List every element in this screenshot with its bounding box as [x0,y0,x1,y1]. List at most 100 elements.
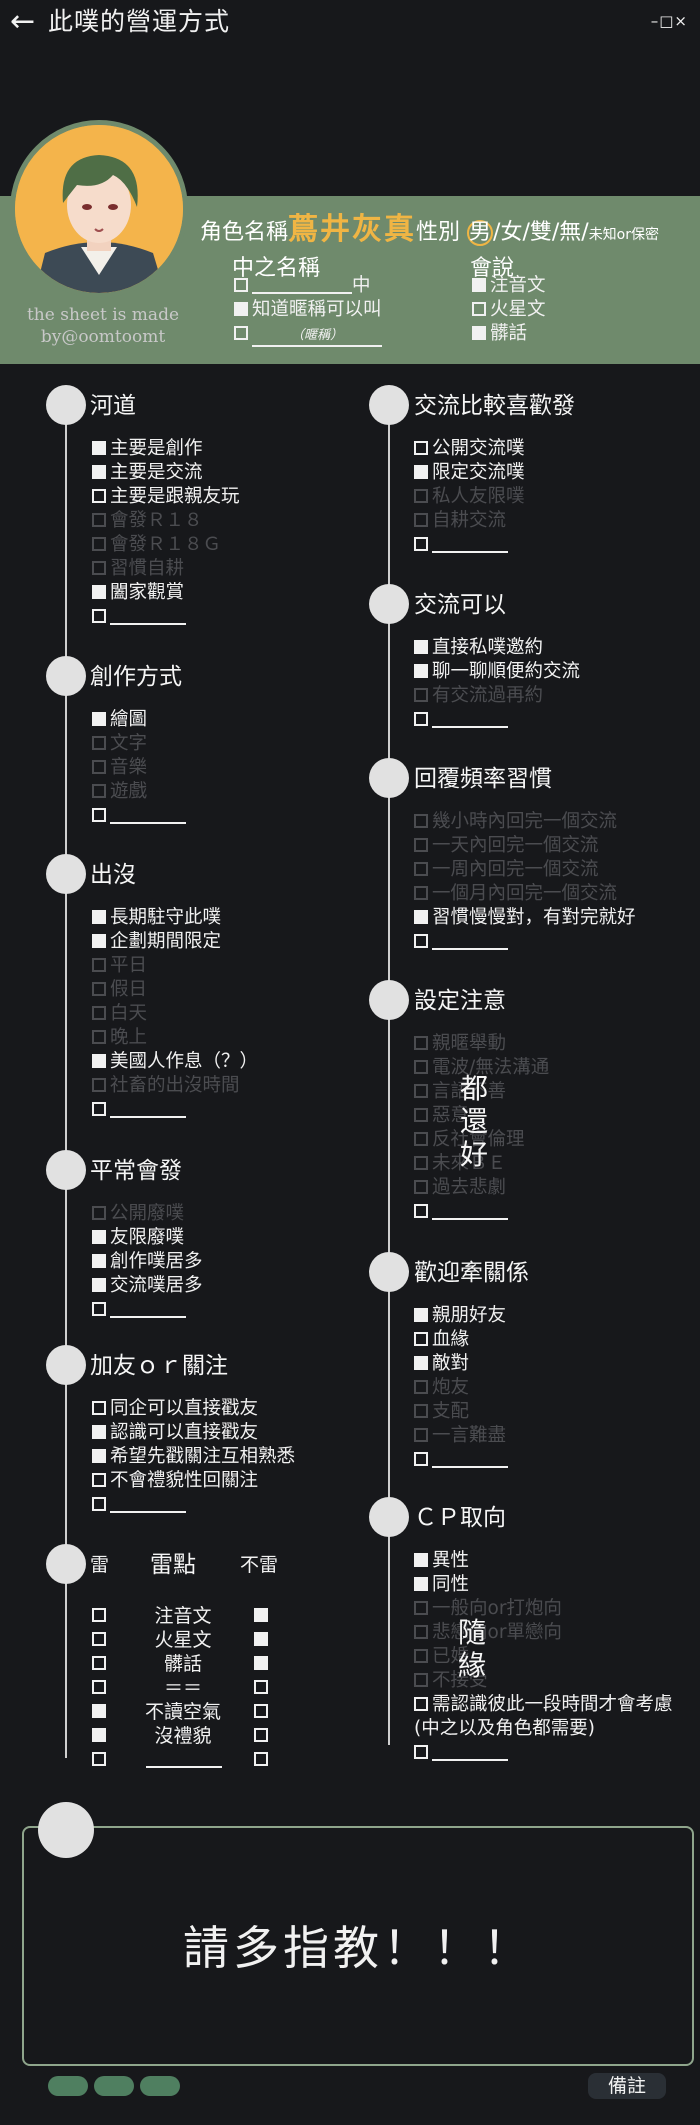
checkbox[interactable] [92,1302,106,1316]
checkbox[interactable] [92,1006,106,1020]
trigger-bulei-checkbox[interactable] [254,1608,268,1622]
footer-pill-1[interactable] [48,2076,88,2096]
checkbox[interactable] [92,1030,106,1044]
checkbox[interactable] [414,1156,428,1170]
checkbox[interactable] [414,1577,428,1591]
checkbox[interactable] [92,441,106,455]
checkbox[interactable] [414,640,428,654]
checkbox[interactable] [92,1054,106,1068]
checkbox[interactable] [92,808,106,822]
trigger-lei-checkbox[interactable] [92,1656,106,1670]
checkbox[interactable] [472,302,486,316]
checkbox[interactable] [414,814,428,828]
checkbox[interactable] [92,982,106,996]
checkbox[interactable] [414,1649,428,1663]
blank-line[interactable] [432,1466,508,1468]
checkbox[interactable] [234,326,248,340]
trigger-bulei-checkbox[interactable] [254,1704,268,1718]
checkbox[interactable] [414,1180,428,1194]
back-arrow-icon[interactable]: ← [10,4,36,39]
trigger-lei-checkbox[interactable] [92,1632,106,1646]
checkbox[interactable] [414,1084,428,1098]
checkbox[interactable] [414,1204,428,1218]
checkbox[interactable] [414,934,428,948]
checkbox[interactable] [414,712,428,726]
checkbox[interactable] [414,441,428,455]
trigger-lei-checkbox[interactable] [92,1608,106,1622]
checkbox[interactable] [414,1697,428,1711]
checkbox[interactable] [414,1380,428,1394]
note-button[interactable]: 備註 [588,2073,666,2099]
checkbox[interactable] [414,664,428,678]
blank-line[interactable] [110,1116,186,1118]
blank-line[interactable] [110,1511,186,1513]
blank-line[interactable] [146,1750,222,1768]
blank-line[interactable] [432,726,508,728]
oc-nick-hint[interactable]: （暱稱） [252,327,382,347]
window-controls-icon[interactable]: –□× [650,12,688,30]
checkbox[interactable] [92,561,106,575]
checkbox[interactable] [234,278,248,292]
trigger-lei-checkbox[interactable] [92,1728,106,1742]
checkbox[interactable] [92,1401,106,1415]
checkbox[interactable] [414,886,428,900]
blank-line[interactable] [432,1759,508,1761]
gender-selected[interactable]: 男 [467,220,494,246]
blank-line[interactable] [432,551,508,553]
checkbox[interactable] [92,910,106,924]
checkbox[interactable] [92,934,106,948]
trigger-bulei-checkbox[interactable] [254,1656,268,1670]
checkbox[interactable] [92,513,106,527]
checkbox[interactable] [414,1308,428,1322]
checkbox[interactable] [414,862,428,876]
checkbox[interactable] [92,1497,106,1511]
checkbox[interactable] [472,278,486,292]
checkbox[interactable] [92,784,106,798]
trigger-bulei-checkbox[interactable] [254,1680,268,1694]
checkbox[interactable] [92,712,106,726]
blank-line[interactable] [110,1316,186,1318]
checkbox[interactable] [414,513,428,527]
checkbox[interactable] [414,1108,428,1122]
footer-pill-3[interactable] [140,2076,180,2096]
checkbox[interactable] [414,1356,428,1370]
checkbox[interactable] [414,1601,428,1615]
trigger-lei-checkbox[interactable] [92,1752,106,1766]
checkbox[interactable] [414,465,428,479]
checkbox[interactable] [92,609,106,623]
checkbox[interactable] [92,585,106,599]
checkbox[interactable] [234,302,248,316]
checkbox[interactable] [414,537,428,551]
checkbox[interactable] [414,1553,428,1567]
checkbox[interactable] [92,1278,106,1292]
footer-pill-2[interactable] [94,2076,134,2096]
checkbox[interactable] [414,910,428,924]
checkbox[interactable] [92,760,106,774]
checkbox[interactable] [92,537,106,551]
checkbox[interactable] [414,1625,428,1639]
blank-line[interactable] [110,623,186,625]
trigger-bulei-checkbox[interactable] [254,1728,268,1742]
checkbox[interactable] [92,489,106,503]
checkbox[interactable] [414,1132,428,1146]
checkbox[interactable] [472,326,486,340]
checkbox[interactable] [92,1206,106,1220]
checkbox[interactable] [414,1332,428,1346]
checkbox[interactable] [92,1230,106,1244]
trigger-bulei-checkbox[interactable] [254,1752,268,1766]
checkbox[interactable] [92,1473,106,1487]
checkbox[interactable] [414,1404,428,1418]
checkbox[interactable] [92,736,106,750]
checkbox[interactable] [92,958,106,972]
checkbox[interactable] [414,838,428,852]
checkbox[interactable] [92,465,106,479]
checkbox[interactable] [414,1060,428,1074]
checkbox[interactable] [92,1449,106,1463]
blank-line[interactable] [432,1218,508,1220]
blank-line[interactable] [110,822,186,824]
trigger-lei-checkbox[interactable] [92,1704,106,1718]
trigger-lei-checkbox[interactable] [92,1680,106,1694]
checkbox[interactable] [414,489,428,503]
checkbox[interactable] [92,1425,106,1439]
blank-line[interactable] [432,948,508,950]
